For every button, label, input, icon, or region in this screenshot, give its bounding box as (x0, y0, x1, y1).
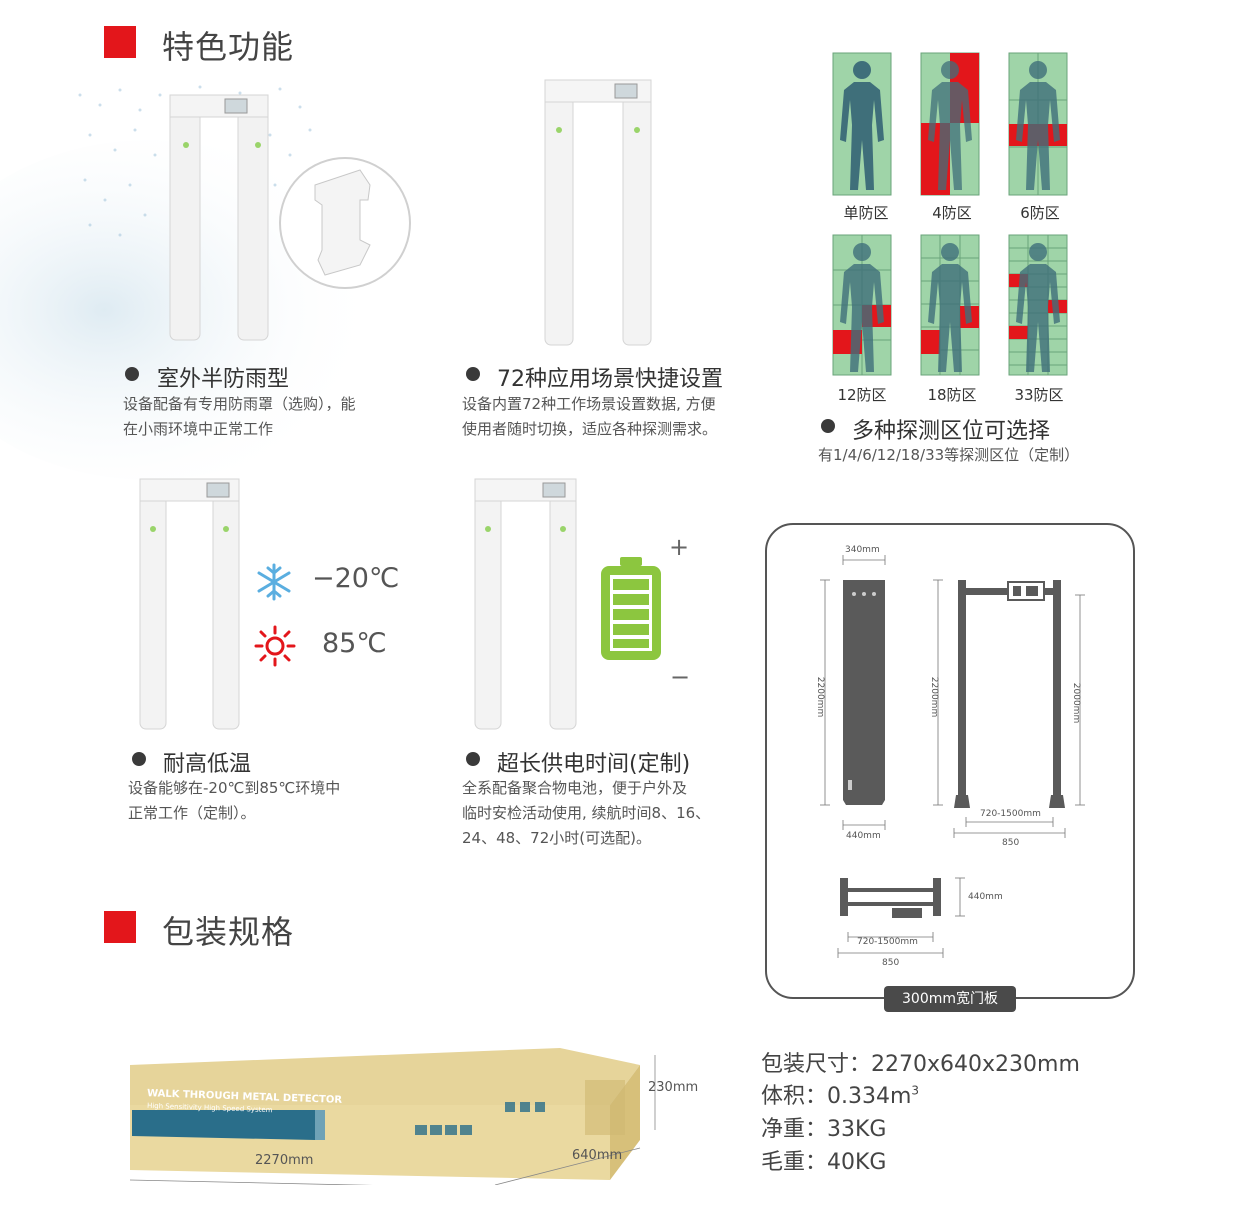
desc-line: 24、48、72小时(可选配)。 (462, 829, 651, 847)
zone-panel-1 (832, 52, 892, 196)
spec-volume-sup: 3 (911, 1083, 920, 1098)
dim-plan-outer: 850 (882, 958, 900, 968)
board-label: 300mm宽门板 (884, 986, 1016, 1012)
gate-image (139, 478, 240, 730)
rainproof-gate-image (78, 85, 411, 341)
dim-plan-inner: 720-1500mm (857, 937, 918, 947)
zone-panel-4 (920, 52, 980, 196)
zone-panel-33 (1008, 234, 1068, 376)
desc-line: 设备配备有专用防雨罩（选购），能 (123, 395, 356, 413)
box-width: 640mm (572, 1148, 623, 1163)
feature-title-battery: 超长供电时间(定制) (497, 752, 691, 777)
minus-sign: − (670, 663, 691, 691)
detection-zones-diagram (832, 52, 1068, 376)
spec-net-weight: 净重：33KG (761, 1117, 887, 1142)
section-marker (104, 911, 136, 943)
box-length: 2270mm (255, 1153, 314, 1168)
bullet (132, 752, 146, 766)
dim-top-width: 340mm (845, 545, 880, 555)
section-title-features: 特色功能 (162, 28, 295, 66)
dim-bottom-depth: 440mm (846, 831, 881, 841)
desc-line: 设备能够在-20℃到85℃环境中 (128, 779, 341, 797)
feature-title-scenes: 72种应用场景快捷设置 (497, 367, 723, 392)
spec-gross-weight: 毛重：40KG (761, 1150, 887, 1175)
battery-icon (601, 557, 661, 660)
dim-height-inner: 2000mm (1071, 682, 1082, 724)
sun-icon (254, 625, 296, 667)
bullet (821, 419, 835, 433)
desc-line: 在小雨环境中正常工作 (123, 420, 274, 438)
dim-inner-width: 720-1500mm (980, 809, 1041, 819)
desc-line: 设备内置72种工作场景设置数据, 方便 (462, 395, 716, 413)
feature-desc-rainproof: 设备配备有专用防雨罩（选购），能 在小雨环境中正常工作 (123, 392, 356, 442)
zone-label: 4防区 (932, 204, 972, 222)
snowflake-icon (257, 563, 291, 601)
section-marker (104, 26, 136, 58)
bullet (466, 367, 480, 381)
zone-label: 12防区 (837, 386, 887, 404)
dim-outer-width: 850 (1002, 838, 1020, 848)
zone-label: 6防区 (1020, 204, 1060, 222)
dim-height-left: 2200mm (815, 676, 826, 718)
section-title-packaging: 包装规格 (162, 913, 295, 951)
gate-image (474, 478, 577, 730)
package-box-image (129, 1048, 656, 1185)
zone-panel-12 (832, 234, 892, 376)
feature-desc-zones: 有1/4/6/12/18/33等探测区位（定制） (818, 446, 1080, 464)
dim-height-mid: 2200mm (929, 676, 940, 718)
bullet (125, 367, 139, 381)
gate-dimension-drawing (820, 555, 1085, 958)
box-height: 230mm (648, 1080, 699, 1095)
spec-volume-text: 体积：0.334m (761, 1084, 912, 1109)
desc-line: 临时安检活动使用, 续航时间8、16、 (462, 804, 711, 822)
zone-label: 33防区 (1014, 386, 1064, 404)
spec-size: 包装尺寸：2270x640x230mm (761, 1052, 1080, 1077)
feature-title-rainproof: 室外半防雨型 (157, 367, 290, 392)
plus-sign: + (669, 533, 690, 561)
dim-plan-depth: 440mm (968, 892, 1003, 902)
feature-desc-temperature: 设备能够在-20℃到85℃环境中 正常工作（定制）。 (128, 776, 340, 826)
desc-line: 全系配备聚合物电池，便于户外及 (462, 779, 688, 797)
desc-line: 使用者随时切换，适应各种探测需求。 (462, 420, 718, 438)
feature-desc-scenes: 设备内置72种工作场景设置数据, 方便 使用者随时切换，适应各种探测需求。 (462, 392, 717, 442)
low-temp-value: −20℃ (312, 563, 400, 594)
feature-desc-battery: 全系配备聚合物电池，便于户外及 临时安检活动使用, 续航时间8、16、 24、4… (462, 776, 710, 851)
spec-volume: 体积：0.334m3 (761, 1078, 919, 1110)
feature-title-temperature: 耐高低温 (163, 752, 252, 777)
feature-title-zones: 多种探测区位可选择 (852, 419, 1051, 444)
desc-line: 正常工作（定制）。 (128, 804, 256, 822)
zone-panel-6 (1008, 52, 1068, 196)
bullet (466, 752, 480, 766)
gate-image (544, 79, 652, 346)
zone-label: 单防区 (843, 204, 889, 222)
zone-label: 18防区 (927, 386, 977, 404)
zone-panel-18 (920, 234, 980, 376)
high-temp-value: 85℃ (322, 628, 387, 659)
